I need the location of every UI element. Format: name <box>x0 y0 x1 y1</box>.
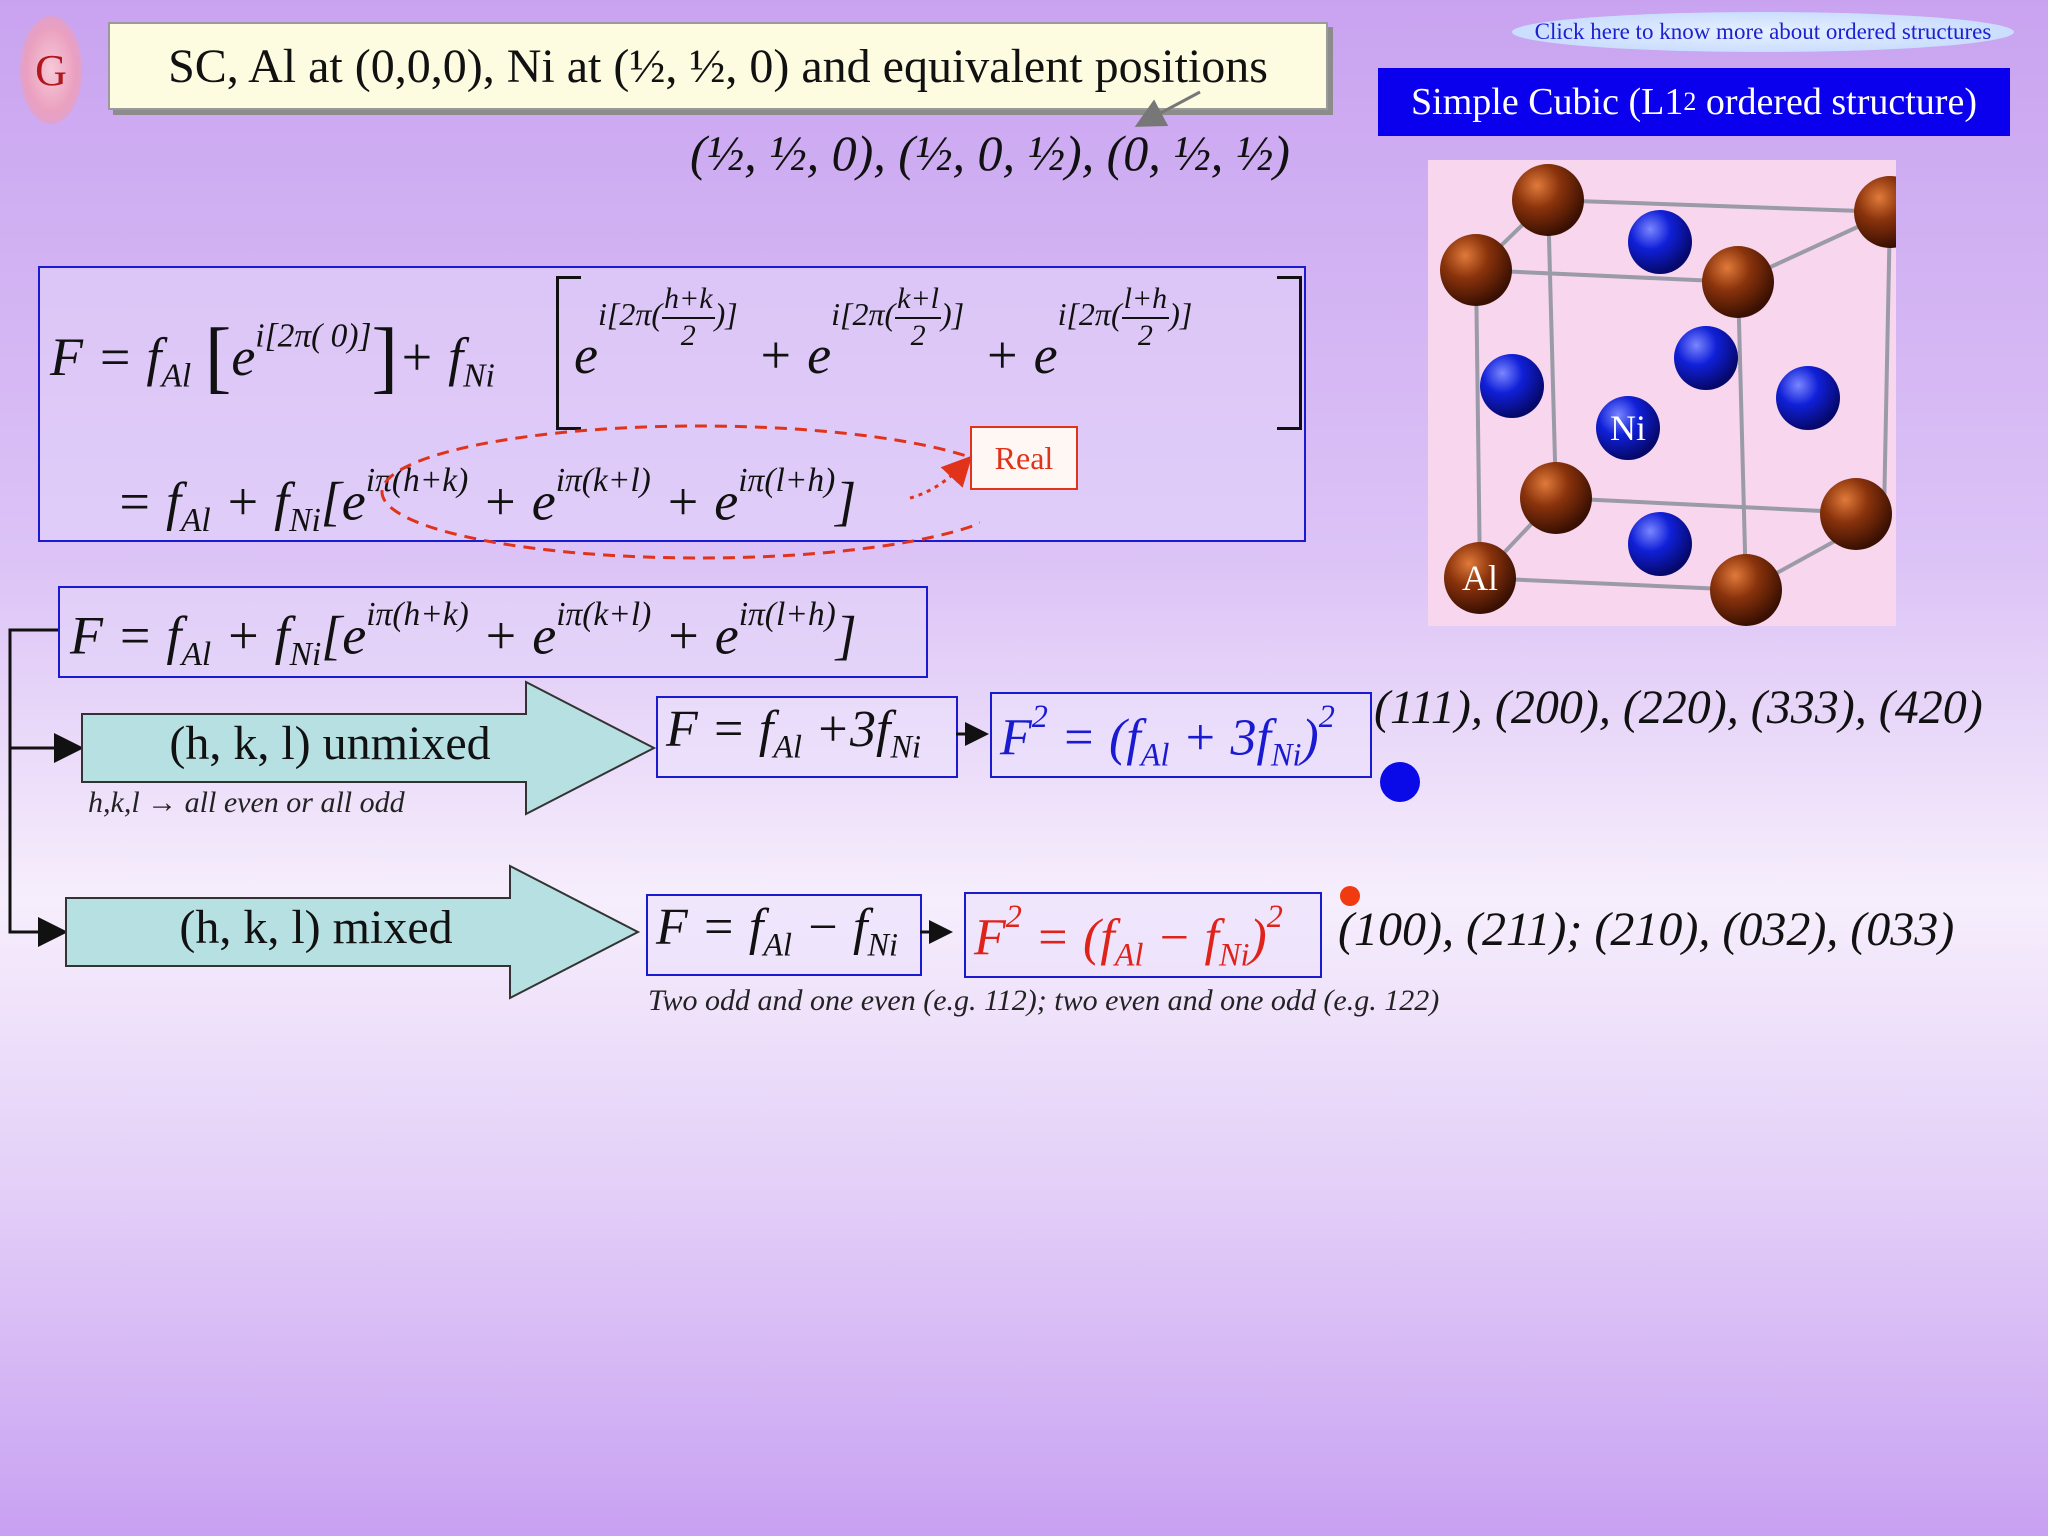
derivation-line-1: F = fAl [ei[2π( 0)]]+ fNi <box>50 313 495 401</box>
mixed-f2: F2 = (fAl − fNi)2 <box>974 898 1283 973</box>
mixed-note: Two odd and one even (e.g. 112); two eve… <box>648 984 1440 1017</box>
badge-letter: G <box>35 45 67 95</box>
al-atom <box>1702 246 1774 318</box>
ordered-structures-link[interactable]: Click here to know more about ordered st… <box>1512 12 2014 52</box>
ni-atom <box>1628 210 1692 274</box>
real-highlight-ellipse <box>380 424 980 560</box>
mixed-marker-dot <box>1340 886 1360 906</box>
al-label: Al <box>1462 558 1498 598</box>
slide-title: SC, Al at (0,0,0), Ni at (½, ½, 0) and e… <box>108 22 1328 110</box>
ni-atom <box>1628 512 1692 576</box>
mixed-f: F = fAl − fNi <box>656 899 898 963</box>
al-atom-labeled <box>1444 542 1516 614</box>
al-atom <box>1710 554 1782 626</box>
ni-atom <box>1776 366 1840 430</box>
unmixed-reflections: (111), (200), (220), (333), (420) <box>1374 681 1983 734</box>
l12-unit-cell-figure: Ni Al <box>1428 160 1926 626</box>
unit-cell-svg: Ni Al <box>1440 164 1926 626</box>
unmixed-note: h,k,l → all even or all odd <box>88 786 405 819</box>
structure-factor-derivation <box>38 266 1306 542</box>
mixed-f2-box <box>964 892 1322 978</box>
simplified-f-box <box>58 586 928 678</box>
unmixed-label: (h, k, l) unmixed <box>169 717 491 770</box>
branch-connector <box>8 628 84 947</box>
structure-title-tail: ordered structure) <box>1696 81 1977 123</box>
mixed-reflections: (100), (211); (210), (032), (033) <box>1338 903 1955 956</box>
structure-title-sub: 2 <box>1683 87 1697 116</box>
ni-atom <box>1480 354 1544 418</box>
unmixed-f2-box <box>990 692 1372 778</box>
unmixed-arrow-shape <box>81 680 657 816</box>
unmixed-arrow <box>956 722 989 746</box>
unmixed-f: F = fAl +3fNi <box>666 701 921 765</box>
equivalent-positions: (½, ½, 0), (½, 0, ½), (0, ½, ½) <box>690 125 1290 181</box>
real-label: Real <box>970 426 1078 490</box>
ni-atom-labeled <box>1596 396 1660 460</box>
al-atom <box>1512 164 1584 236</box>
al-atom <box>1520 462 1592 534</box>
structure-title-main: Simple Cubic (L1 <box>1411 81 1684 123</box>
big-bracket <box>556 276 1302 430</box>
unmixed-f2: F2 = (fAl + 3fNi)2 <box>1000 698 1335 773</box>
al-atom <box>1820 478 1892 550</box>
mixed-f-box <box>646 894 922 976</box>
unmixed-marker-dot <box>1380 762 1420 802</box>
mixed-arrow <box>920 920 953 944</box>
mixed-label: (h, k, l) mixed <box>179 901 453 954</box>
simplified-f: F = fAl + fNi[eiπ(h+k) + eiπ(k+l) + eiπ(… <box>70 596 857 674</box>
slide-badge: G <box>20 16 82 124</box>
ni-atom <box>1674 326 1738 390</box>
al-atom <box>1440 234 1512 306</box>
ni-label: Ni <box>1610 408 1646 448</box>
al-atom <box>1854 176 1926 248</box>
pointer-arrow <box>1134 90 1201 127</box>
mixed-arrow-shape <box>65 864 641 1000</box>
unmixed-f-box <box>656 696 958 778</box>
